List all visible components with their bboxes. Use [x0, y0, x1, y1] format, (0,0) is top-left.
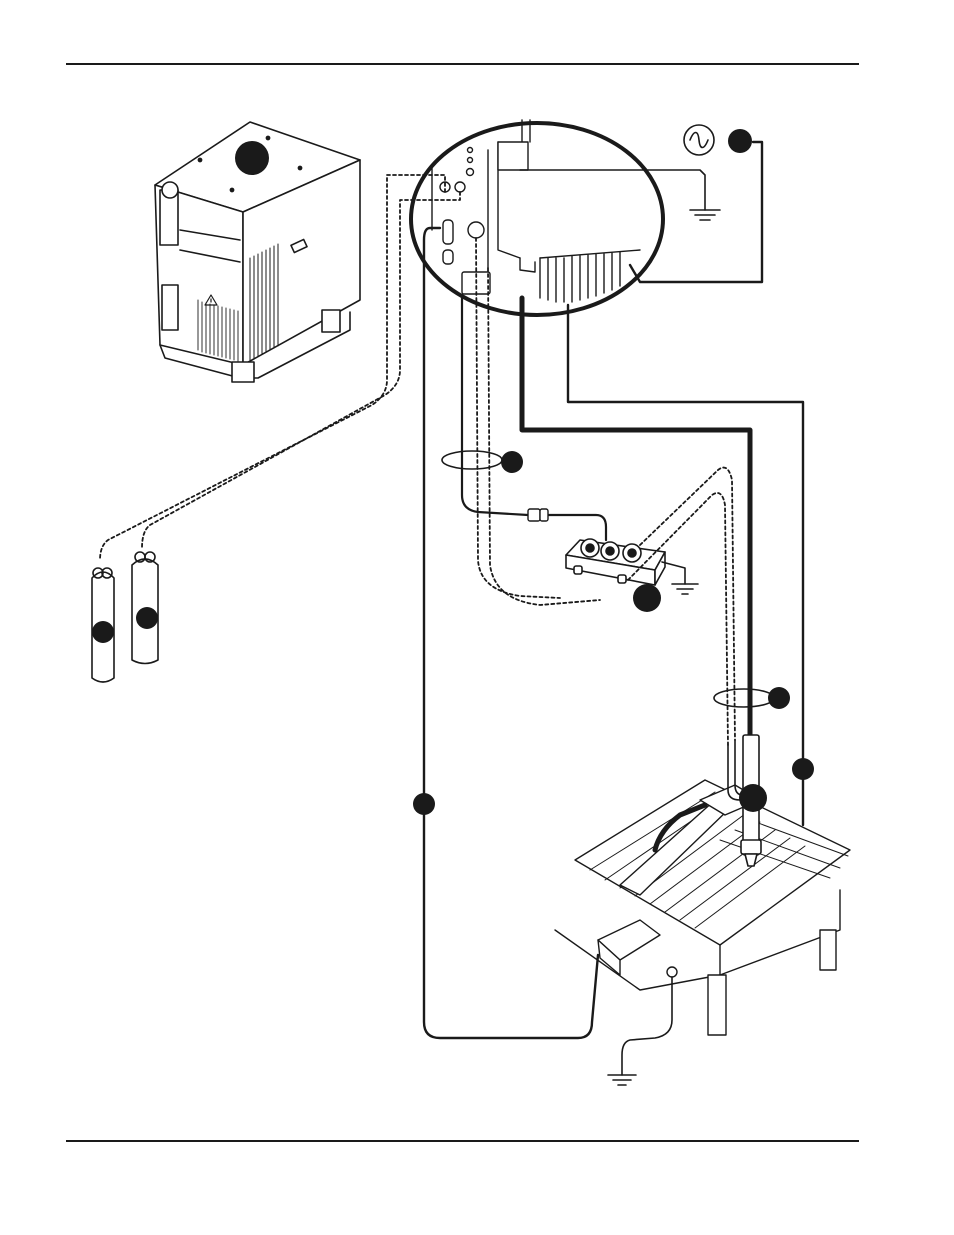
gas-supply-hoses	[99, 174, 461, 561]
work-lead	[422, 226, 600, 1040]
lead-bundle-ring	[713, 688, 775, 708]
callout-gas-console	[633, 584, 661, 612]
callout-ac-power	[728, 129, 752, 153]
cutting-table	[554, 779, 851, 1036]
ac-power-cable	[628, 140, 764, 284]
console-gas-hoses	[475, 237, 601, 606]
callout-bubbles	[92, 129, 814, 815]
callout-hose-bundle	[501, 451, 523, 473]
cable-connector	[527, 508, 549, 522]
footer-rule	[66, 1140, 859, 1142]
callout-cnc-cable	[792, 758, 814, 780]
callout-power-supply	[235, 141, 269, 175]
gas-console	[565, 538, 666, 586]
ground-icon	[689, 209, 721, 221]
pilot-arc-lead	[566, 303, 805, 827]
control-cable-to-console	[546, 513, 608, 542]
table-ground-wire	[621, 976, 673, 1076]
power-source-icon	[683, 124, 715, 156]
callout-cylinder-1	[92, 621, 114, 643]
header-rule	[66, 63, 859, 65]
ground-icon	[671, 583, 699, 595]
hose-bundle-ring	[441, 450, 503, 470]
rear-panel-detail	[409, 119, 665, 317]
console-ground-wire	[661, 561, 686, 585]
control-cable	[460, 293, 530, 517]
torch-gas-hoses	[627, 466, 736, 746]
warning-triangle-icon	[204, 294, 218, 306]
torch-lead	[519, 295, 753, 793]
ground-icon	[607, 1074, 637, 1086]
callout-work-lead	[413, 793, 435, 815]
callout-torch-leads	[768, 687, 790, 709]
callout-torch	[739, 784, 767, 812]
rear-panel-ground-wire	[519, 169, 706, 211]
callout-cylinder-2	[136, 607, 158, 629]
